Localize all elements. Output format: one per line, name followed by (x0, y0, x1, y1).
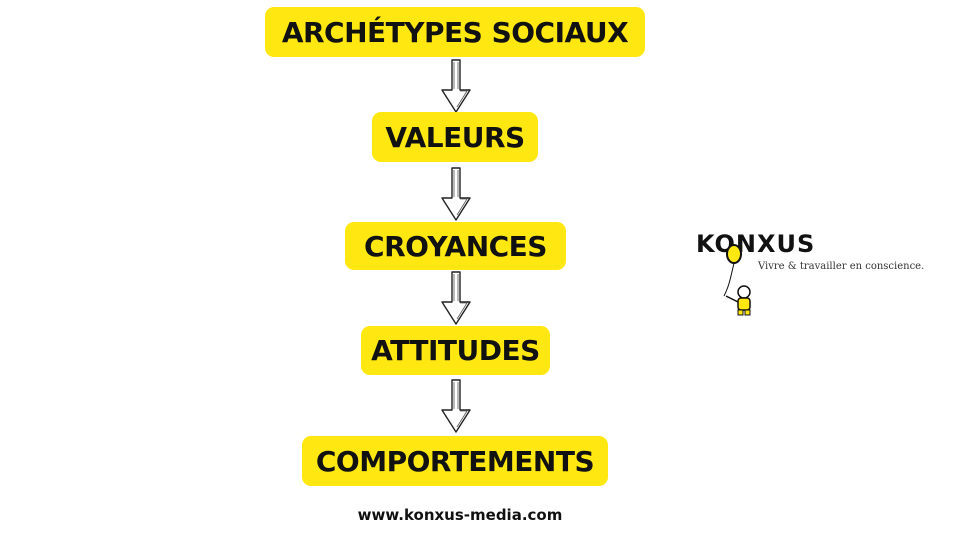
step-label: ARCHÉTYPES SOCIAUX (281, 15, 629, 49)
brand-tagline: Vivre & travailler en conscience. (758, 261, 925, 272)
website-url: www.konxus-media.com (357, 506, 563, 524)
down-arrow-icon (441, 59, 471, 113)
step-comportements: COMPORTEMENTS (302, 436, 608, 486)
step-archetypes-sociaux: ARCHÉTYPES SOCIAUX (265, 7, 645, 57)
step-valeurs: VALEURS (372, 112, 538, 162)
step-label: COMPORTEMENTS (315, 444, 595, 478)
step-label: CROYANCES (364, 229, 547, 263)
brand-name: KONXUS (696, 230, 816, 258)
down-arrow-icon (441, 379, 471, 433)
step-croyances: CROYANCES (345, 222, 566, 270)
down-arrow-icon (441, 271, 471, 325)
step-label: ATTITUDES (371, 334, 540, 367)
step-label: VALEURS (385, 120, 525, 154)
balloon-child-mascot-icon (723, 244, 751, 316)
konxus-logo: KONXUS Vivre & travailler en conscience. (690, 228, 924, 318)
step-attitudes: ATTITUDES (361, 326, 550, 375)
down-arrow-icon (441, 167, 471, 221)
